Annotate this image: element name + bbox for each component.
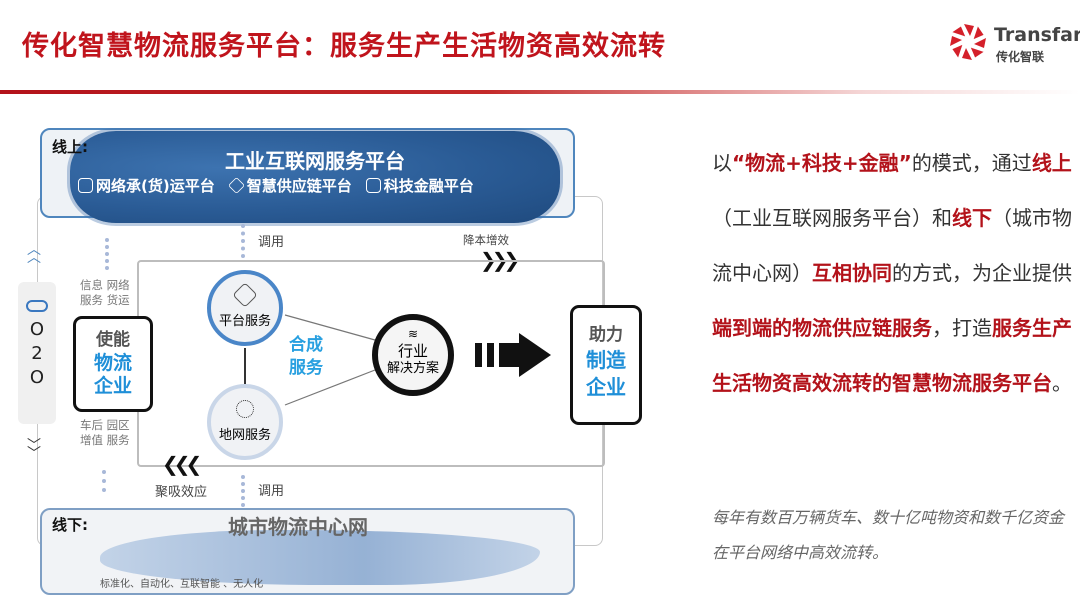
emphasis-text: 线上 <box>1031 151 1072 175</box>
cloud-item: 网络承(货)运平台 <box>78 175 215 196</box>
platform-service-node: 平台服务 <box>207 270 283 346</box>
chevron-up-icon: ︿︿ <box>27 242 41 266</box>
cloud-item: 科技金融平台 <box>365 175 474 196</box>
body-text: （城市物流中心网） <box>712 206 1072 285</box>
logo-text-en: Transfar <box>994 24 1080 46</box>
cloud-title: 工业互联网服务平台 <box>225 149 405 173</box>
title-divider <box>0 90 1080 94</box>
body-text: （工业互联网服务平台）和 <box>712 206 952 230</box>
attract-label: 聚吸效应 <box>155 485 208 500</box>
o2o-letter: 2 <box>31 343 43 364</box>
dashed-arrow-up <box>241 475 245 507</box>
link-icon <box>26 300 48 312</box>
bidirectional-arrow <box>244 348 246 384</box>
body-text: 的模式，通过 <box>911 151 1032 175</box>
connector-lines <box>284 314 376 406</box>
emphasis-text: 服务生产生活物资高效流转的智慧物流服务平台 <box>712 316 1072 395</box>
ground-service-node: 地网服务 <box>207 384 283 460</box>
cloud-items: 网络承(货)运平台 智慧供应链平台 科技金融平台 <box>78 175 558 196</box>
body-text: 的方式，为企业提供 <box>892 261 1072 285</box>
offline-title: 城市物流中心网 <box>228 515 368 539</box>
layers-icon: ≋ <box>407 327 419 341</box>
o2o-letter: O <box>29 367 45 388</box>
transfar-logo: Transfar 传化智联 <box>948 20 1080 64</box>
dashed-arrow-up <box>102 470 106 492</box>
description-paragraph: 以“物流+科技+金融”的模式，通过线上 （工业互联网服务平台）和线下（城市物流中心… <box>712 136 1072 411</box>
dashed-arrow-down <box>105 238 109 270</box>
page-title: 传化智慧物流服务平台：服务生产生活物资高效流转 <box>22 31 666 62</box>
chevrons-left-icon: ❮❮❮ <box>162 452 202 476</box>
offline-label: 线下: <box>52 516 88 534</box>
big-arrow-icon <box>475 333 551 377</box>
emphasis-text: 线下 <box>952 206 992 230</box>
industry-solution-node: ≋ 行业 解决方案 <box>372 314 454 396</box>
logo-text-cn: 传化智联 <box>996 50 1045 64</box>
cube-icon <box>232 282 258 308</box>
cost-label: 降本增效 <box>463 233 509 247</box>
cube-icon <box>227 177 245 194</box>
chevron-down-icon: ﹀﹀ <box>27 438 41 462</box>
synthesis-label: 合成服务 <box>289 335 323 378</box>
finance-screen-icon <box>365 178 381 193</box>
o2o-letter: O <box>29 319 45 340</box>
call-label-top: 调用 <box>258 235 285 250</box>
cloud-shape <box>70 131 560 223</box>
left-top-labels: 信息 网络服务 货运 <box>80 278 130 307</box>
empower-manufacturing-box: 助力 制造 企业 <box>570 305 642 425</box>
left-bottom-labels: 车后 园区增值 服务 <box>80 418 130 447</box>
emphasis-text: “物流+科技+金融” <box>732 151 912 175</box>
network-icon <box>236 400 254 418</box>
offline-caption: 标准化、自动化、互联智能 、无人化 <box>100 579 264 590</box>
emphasis-text: 互相协同 <box>812 261 892 285</box>
freight-icon <box>78 178 93 193</box>
cloud-item: 智慧供应链平台 <box>227 175 352 196</box>
enable-logistics-box: 使能 物流 企业 <box>73 316 153 412</box>
body-text: 。 <box>1052 371 1072 395</box>
emphasis-text: 端到端的物流供应链服务 <box>712 316 932 340</box>
logo-pinwheel-icon <box>950 24 986 60</box>
call-label-bottom: 调用 <box>258 484 285 499</box>
body-text: 以 <box>712 151 732 175</box>
china-map <box>100 530 540 585</box>
dashed-arrow-down <box>241 224 245 258</box>
online-label: 线上: <box>52 138 88 156</box>
o2o-pill: O 2 O <box>18 282 56 424</box>
stats-note: 每年有数百万辆货车、数十亿吨物资和数千亿资金在平台网络中高效流转。 <box>712 508 1065 562</box>
body-text: ，打造 <box>932 316 992 340</box>
